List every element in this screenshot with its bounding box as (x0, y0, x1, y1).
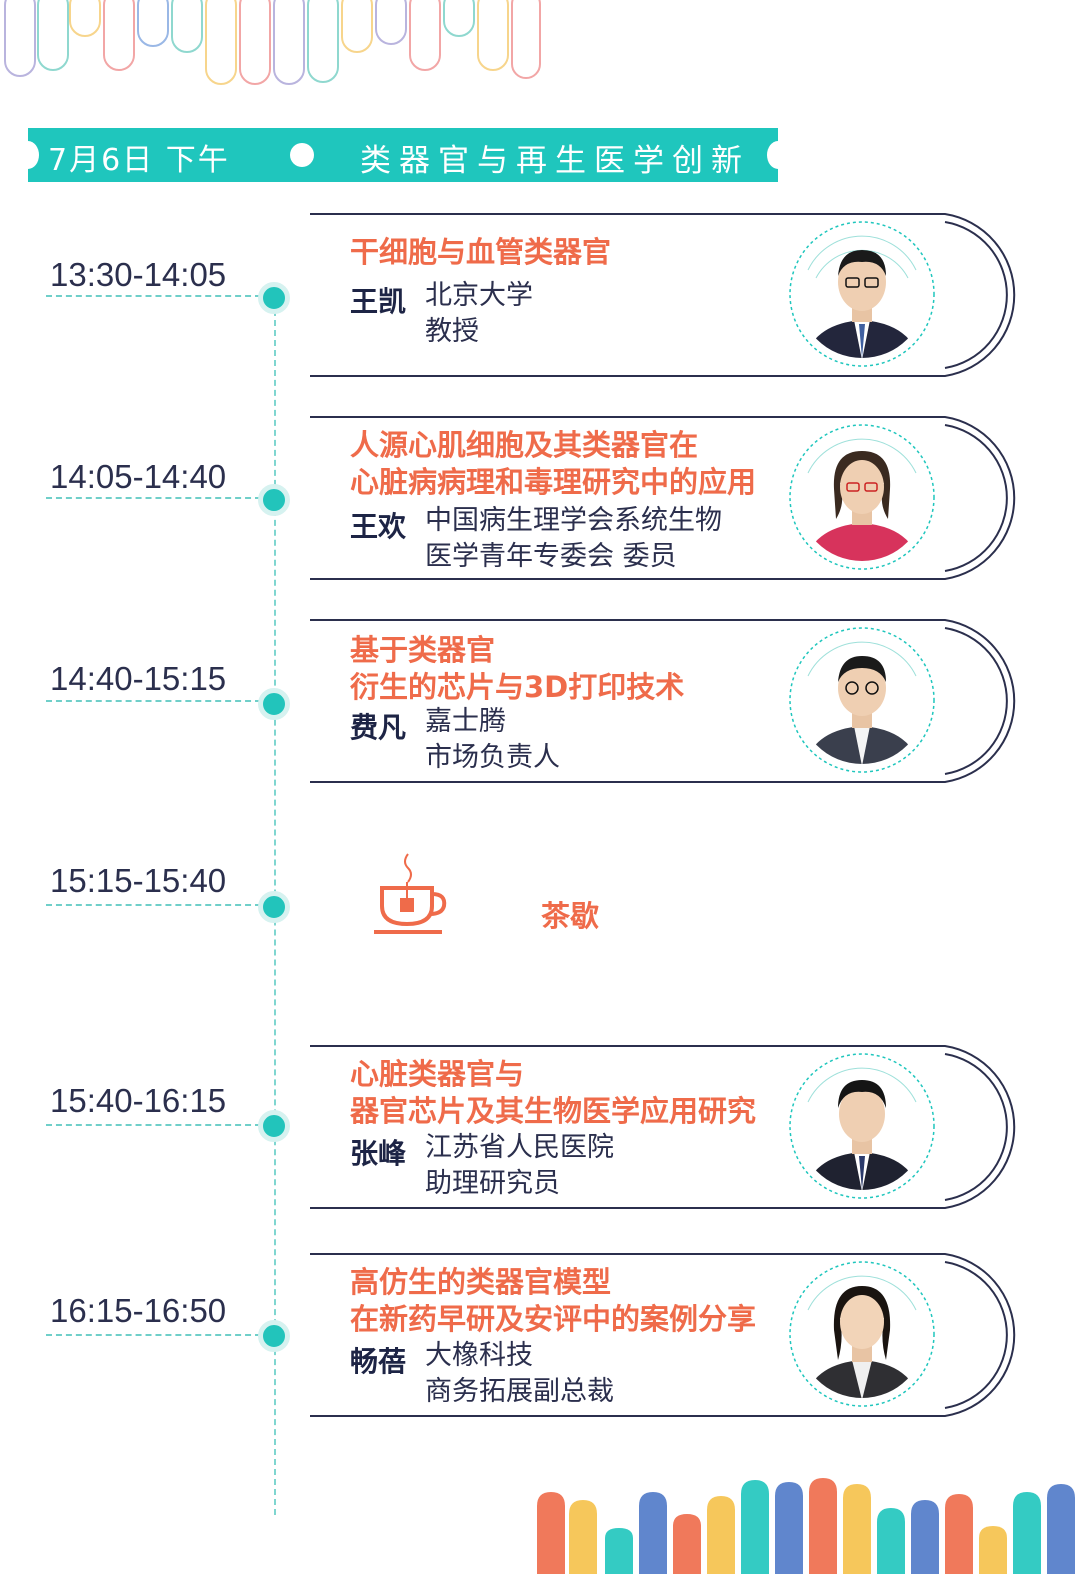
card-frame (310, 1045, 1016, 1209)
speaker-name: 张峰 (350, 1137, 407, 1170)
speaker-avatar (789, 221, 935, 367)
slot-time: 14:05-14:40 (50, 458, 227, 495)
speaker-affiliation: 江苏省人民医院 助理研究员 (425, 1132, 614, 1199)
teacup-icon (374, 853, 447, 934)
card-frame (310, 1253, 1016, 1417)
slot-time: 15:15-15:40 (50, 862, 227, 899)
session-card: 心脏类器官与 器官芯片及其生物医学应用研究 张峰 江苏省人民医院 助理研究员 (310, 1044, 1050, 1209)
session-card: 高仿生的类器官模型 在新药早研及安评中的案例分享 畅蓓 大橡科技 商务拓展副总裁 (310, 1252, 1050, 1417)
slot-time: 13:30-14:05 (50, 256, 227, 293)
speaker-avatar (789, 1261, 935, 1407)
speaker-name: 费凡 (350, 711, 407, 744)
card-frame (310, 619, 1016, 783)
speaker-affiliation: 北京大学 教授 (425, 280, 533, 347)
decorative-tubes (4, 0, 541, 85)
break-label: 茶歇 (541, 899, 600, 933)
timeline-node (258, 891, 290, 923)
time-underline (46, 904, 261, 906)
speaker-avatar (789, 627, 935, 773)
speaker-name: 王欢 (350, 510, 407, 543)
talk-title: 高仿生的类器官模型 在新药早研及安评中的案例分享 (350, 1265, 757, 1336)
timeline-node (258, 688, 290, 720)
talk-title: 基于类器官 衍生的芯片与3D打印技术 (350, 633, 685, 704)
slot-time: 14:40-15:15 (50, 660, 227, 697)
timeline-node (258, 1110, 290, 1142)
session-date: 7月6日 下午 (48, 143, 230, 178)
section-banner: 7月6日 下午 类器官与再生医学创新 (17, 128, 789, 182)
speaker-avatar (789, 1053, 935, 1199)
speaker-avatar (789, 424, 935, 570)
speaker-affiliation: 大橡科技 商务拓展副总裁 (425, 1340, 614, 1407)
slot-time: 15:40-16:15 (50, 1082, 227, 1119)
card-frame (310, 416, 1016, 580)
time-underline (46, 1124, 261, 1126)
banner-dot (290, 143, 314, 167)
time-underline (46, 497, 261, 499)
session-card: 人源心肌细胞及其类器官在 心脏病病理和毒理研究中的应用 王欢 中国病生理学会系统… (310, 415, 1050, 580)
session-card: 干细胞与血管类器官 王凯 北京大学 教授 (310, 212, 1050, 377)
time-underline (46, 700, 261, 702)
time-underline (46, 1334, 261, 1336)
talk-title: 干细胞与血管类器官 (350, 235, 612, 269)
speaker-name: 畅蓓 (350, 1345, 407, 1378)
timeline-node (258, 484, 290, 516)
session-card: 基于类器官 衍生的芯片与3D打印技术 费凡 嘉士腾 市场负责人 (310, 618, 1050, 783)
slot-time: 16:15-16:50 (50, 1292, 227, 1329)
talk-title: 人源心肌细胞及其类器官在 心脏病病理和毒理研究中的应用 (350, 428, 757, 499)
time-underline (46, 295, 261, 297)
timeline-node (258, 1320, 290, 1352)
skyline-decoration (537, 1478, 1075, 1574)
speaker-affiliation: 嘉士腾 市场负责人 (425, 706, 560, 773)
timeline-node (258, 282, 290, 314)
section-title: 类器官与再生医学创新 (360, 143, 750, 179)
speaker-affiliation: 中国病生理学会系统生物 医学青年专委会 委员 (425, 505, 722, 572)
card-frame (310, 213, 1016, 377)
speaker-name: 王凯 (350, 285, 407, 318)
talk-title: 心脏类器官与 器官芯片及其生物医学应用研究 (350, 1057, 757, 1128)
